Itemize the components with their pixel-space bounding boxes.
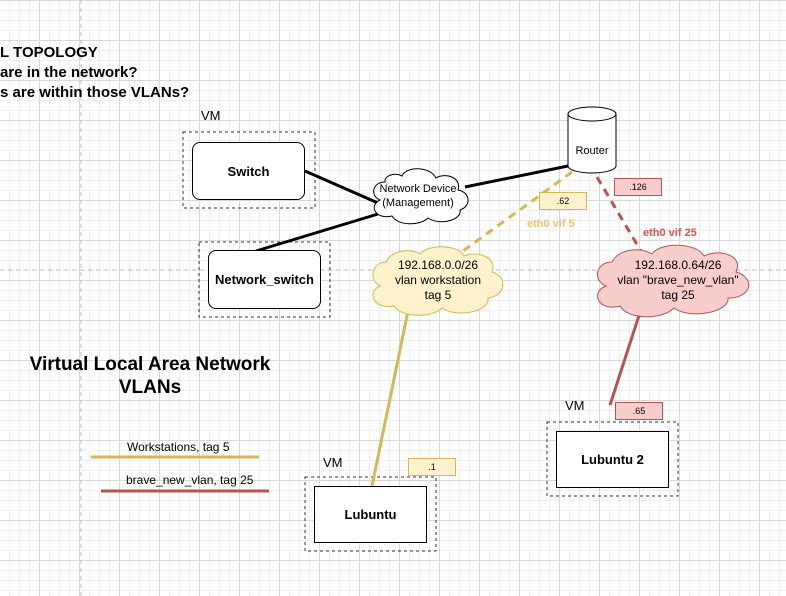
router-cylinder[interactable] bbox=[567, 106, 617, 174]
lubuntu-label: Lubuntu bbox=[344, 507, 397, 522]
vlan-brave-subnet: 192.168.0.64/26 bbox=[634, 258, 722, 272]
topology-title: L TOPOLOGY bbox=[0, 44, 98, 61]
vm-container-network-switch[interactable] bbox=[198, 241, 331, 318]
vlan-brave-tag: tag 25 bbox=[661, 288, 695, 302]
vm-container-lubuntu2[interactable] bbox=[546, 421, 679, 497]
legend-brave-label: brave_new_vlan, tag 25 bbox=[126, 473, 254, 487]
lubuntu-node[interactable]: Lubuntu bbox=[314, 486, 427, 543]
interface-label-vif5: eth0 vif 5 bbox=[527, 218, 575, 230]
vlan-brave-text: 192.168.0.64/26 vlan "brave_new_vlan" ta… bbox=[596, 258, 760, 303]
lubuntu2-label: Lubuntu 2 bbox=[581, 452, 644, 467]
router-label: Router bbox=[575, 145, 609, 157]
network-switch-node[interactable]: Network_switch bbox=[208, 250, 321, 309]
link-network-switch-management[interactable] bbox=[255, 212, 379, 253]
management-cloud-text: Network Device (Management) bbox=[368, 182, 468, 210]
ip-tag-1: .1 bbox=[408, 458, 456, 476]
vlan-section-title: Virtual Local Area Network VLANs bbox=[12, 353, 288, 399]
vlan-workstation-text: 192.168.0.0/26 vlan workstation tag 5 bbox=[374, 258, 502, 303]
interface-label-vif25: eth0 vif 25 bbox=[643, 227, 697, 239]
link-switch-management[interactable] bbox=[304, 169, 379, 205]
vm-label-lubuntu: VM bbox=[323, 455, 343, 470]
vlan-brave-name: vlan "brave_new_vlan" bbox=[617, 273, 739, 287]
management-cloud-line-1: Network Device bbox=[379, 183, 457, 195]
link-brave-vlan-lubuntu2[interactable] bbox=[608, 302, 645, 406]
network-switch-label: Network_switch bbox=[215, 272, 314, 287]
link-router-workstation-vlan[interactable] bbox=[451, 170, 573, 261]
management-cloud-line-2: (Management) bbox=[382, 197, 454, 209]
switch-node[interactable]: Switch bbox=[192, 142, 305, 200]
link-router-brave-vlan[interactable] bbox=[595, 176, 647, 259]
vm-container-lubuntu[interactable] bbox=[304, 476, 437, 552]
switch-label: Switch bbox=[227, 163, 270, 179]
link-management-router[interactable] bbox=[464, 164, 569, 189]
vlan-section-title-line-1: Virtual Local Area Network bbox=[29, 354, 271, 375]
vm-label-lubuntu2: VM bbox=[565, 398, 585, 413]
question-line-2: s are within those VLANs? bbox=[0, 84, 190, 101]
vlan-workstation-cloud[interactable] bbox=[372, 246, 504, 316]
vm-label-switch: VM bbox=[201, 108, 221, 123]
ip-tag-65: .65 bbox=[615, 402, 663, 420]
management-cloud[interactable] bbox=[373, 168, 469, 225]
vlan-brave-cloud[interactable] bbox=[597, 244, 750, 318]
question-line-1: are in the network? bbox=[0, 64, 138, 81]
vlan-section-title-line-2: VLANs bbox=[118, 377, 182, 398]
vlan-workstation-tag: tag 5 bbox=[424, 288, 452, 302]
ip-tag-62: .62 bbox=[539, 192, 587, 210]
ip-tag-126: .126 bbox=[614, 178, 662, 196]
vlan-workstation-subnet: 192.168.0.0/26 bbox=[397, 258, 479, 272]
vlan-workstation-name: vlan workstation bbox=[394, 273, 482, 287]
legend-workstations-label: Workstations, tag 5 bbox=[127, 440, 230, 454]
lubuntu2-node[interactable]: Lubuntu 2 bbox=[556, 431, 669, 488]
link-workstation-vlan-lubuntu[interactable] bbox=[370, 310, 410, 487]
vm-container-switch[interactable] bbox=[182, 131, 316, 209]
